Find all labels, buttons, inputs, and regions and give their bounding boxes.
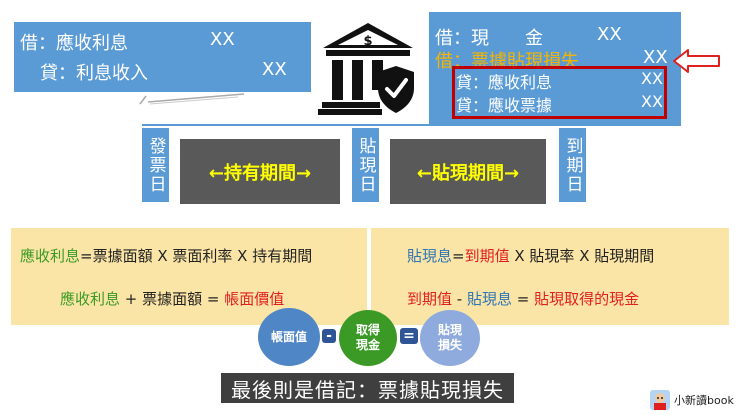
- equals-sign-2: =: [511, 290, 535, 308]
- maturity-value-term: 到期值: [464, 247, 510, 265]
- debit-cash-label: 借：現 金: [435, 28, 543, 49]
- cash-obtained-label: 取得現金: [355, 323, 380, 352]
- interest-formula-panel: 應收利息=票據面額 X 票面利率 X 持有期間 應收利息 + 票據面額 = 帳面…: [11, 228, 367, 325]
- interest-formula-rest: =票據面額 X 票面利率 X 持有期間: [80, 247, 313, 265]
- brand-badge: 小新讀book: [650, 390, 734, 410]
- discount-formula-rest: X 貼現率 X 貼現期間: [509, 247, 655, 265]
- discount-date-box: 貼現日: [352, 128, 379, 202]
- maturity-value-term-2: 到期值: [407, 290, 453, 308]
- discount-period-label: ←貼現期間→: [390, 139, 546, 204]
- minus-sign: -: [452, 290, 467, 308]
- plus-face-value: + 票據面額 =: [120, 290, 225, 308]
- discount-interest-term-2: 貼現息: [466, 290, 512, 308]
- discount-cash-term: 貼現取得的現金: [534, 290, 640, 308]
- book-value-circle: 帳面值: [258, 308, 320, 366]
- credit-interest-receivable-amount: XX: [641, 69, 663, 88]
- debit-amount: XX: [210, 29, 235, 50]
- caption-subtitle: 最後則是借記：票據貼現損失: [221, 373, 514, 403]
- interest-receivable-term-2: 應收利息: [60, 290, 121, 308]
- equals-sign: =: [452, 247, 465, 265]
- issue-date-box: 發票日: [142, 128, 169, 202]
- discount-loss-label: 貼現損失: [437, 323, 462, 352]
- minus-operator: -: [322, 328, 336, 343]
- debit-interest-receivable-label: 借：應收利息: [20, 33, 128, 54]
- debit-cash-amount: XX: [597, 24, 622, 45]
- left-journal-entry: 借：應收利息 XX 貸：利息收入 XX: [14, 22, 311, 92]
- cash-obtained-circle: 取得現金: [339, 310, 397, 366]
- bank-shield-icon: $: [318, 23, 414, 115]
- left-arrow-icon: [673, 49, 720, 73]
- holding-period-label: ←持有期間→: [180, 139, 340, 204]
- book-value-term: 帳面價值: [224, 290, 285, 308]
- debit-discount-loss-amount: XX: [643, 47, 668, 68]
- credit-notes-receivable-label: 貸：應收票據: [456, 96, 553, 115]
- credit-interest-revenue-label: 貸：利息收入: [40, 63, 148, 84]
- credit-amount: XX: [262, 59, 287, 80]
- equals-operator: =: [400, 328, 418, 344]
- svg-text:$: $: [363, 34, 372, 49]
- pencil-scribble: [139, 93, 245, 105]
- maturity-date-box: 到期日: [559, 128, 586, 202]
- credit-notes-receivable-amount: XX: [641, 92, 663, 111]
- discount-interest-term: 貼現息: [407, 247, 453, 265]
- brand-avatar-icon: [650, 390, 670, 410]
- credit-interest-receivable-label: 貸：應收利息: [456, 73, 553, 92]
- discount-loss-circle: 貼現損失: [420, 310, 480, 366]
- timeline-line: [142, 124, 432, 126]
- interest-receivable-term: 應收利息: [20, 247, 81, 265]
- discount-formula-panel: 貼現息=到期值 X 貼現率 X 貼現期間 到期值 - 貼現息 = 貼現取得的現金: [371, 228, 729, 325]
- brand-name: 小新讀book: [674, 394, 734, 407]
- credit-callout-box: 貸：應收利息 XX 貸：應收票據 XX: [452, 66, 667, 119]
